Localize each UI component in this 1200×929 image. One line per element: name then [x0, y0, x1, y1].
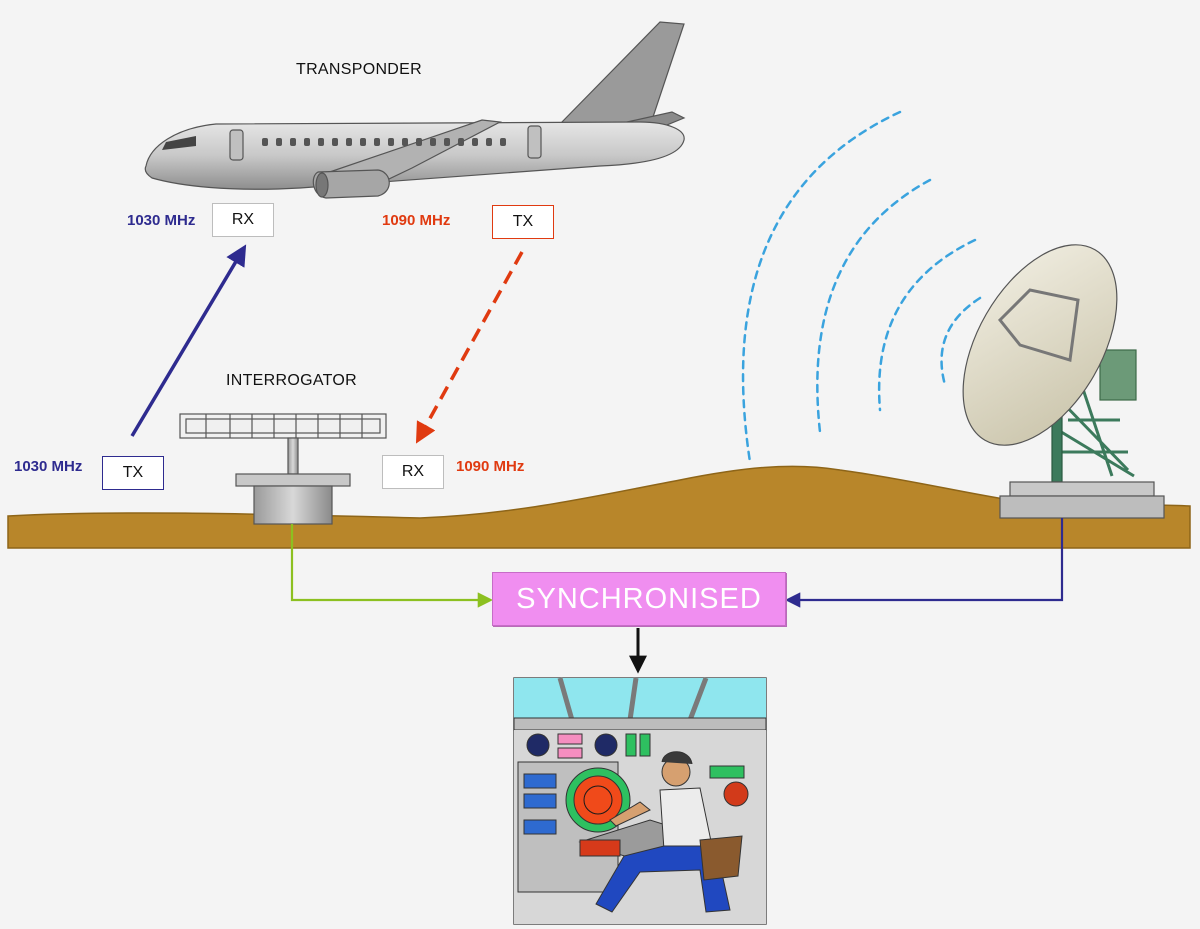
ground-tx-box: TX: [102, 456, 164, 490]
aircraft-rx-box: RX: [212, 203, 274, 237]
aircraft-tx-frequency: 1090 MHz: [382, 212, 451, 229]
aircraft-tx-box: TX: [492, 205, 554, 239]
radar-dish: [962, 244, 1165, 519]
control-room: [513, 677, 767, 925]
ground-rx-frequency: 1090 MHz: [456, 458, 525, 475]
uplink-arrow: [130, 244, 247, 437]
radar-link: [784, 518, 1064, 608]
aircraft-rx-frequency: 1030 MHz: [127, 212, 196, 229]
synchronised-box: SYNCHRONISED: [492, 572, 786, 626]
interrogator-antenna: [179, 413, 387, 525]
signal-waves: [741, 110, 982, 464]
ground-tx-frequency: 1030 MHz: [14, 458, 83, 475]
ground-rx-box: RX: [382, 455, 444, 489]
aircraft: [144, 21, 686, 199]
interrogator-label: INTERROGATOR: [226, 372, 358, 389]
downlink-arrow: [415, 251, 524, 444]
interrogator-link: [290, 524, 494, 608]
transponder-label: TRANSPONDER: [296, 61, 422, 78]
